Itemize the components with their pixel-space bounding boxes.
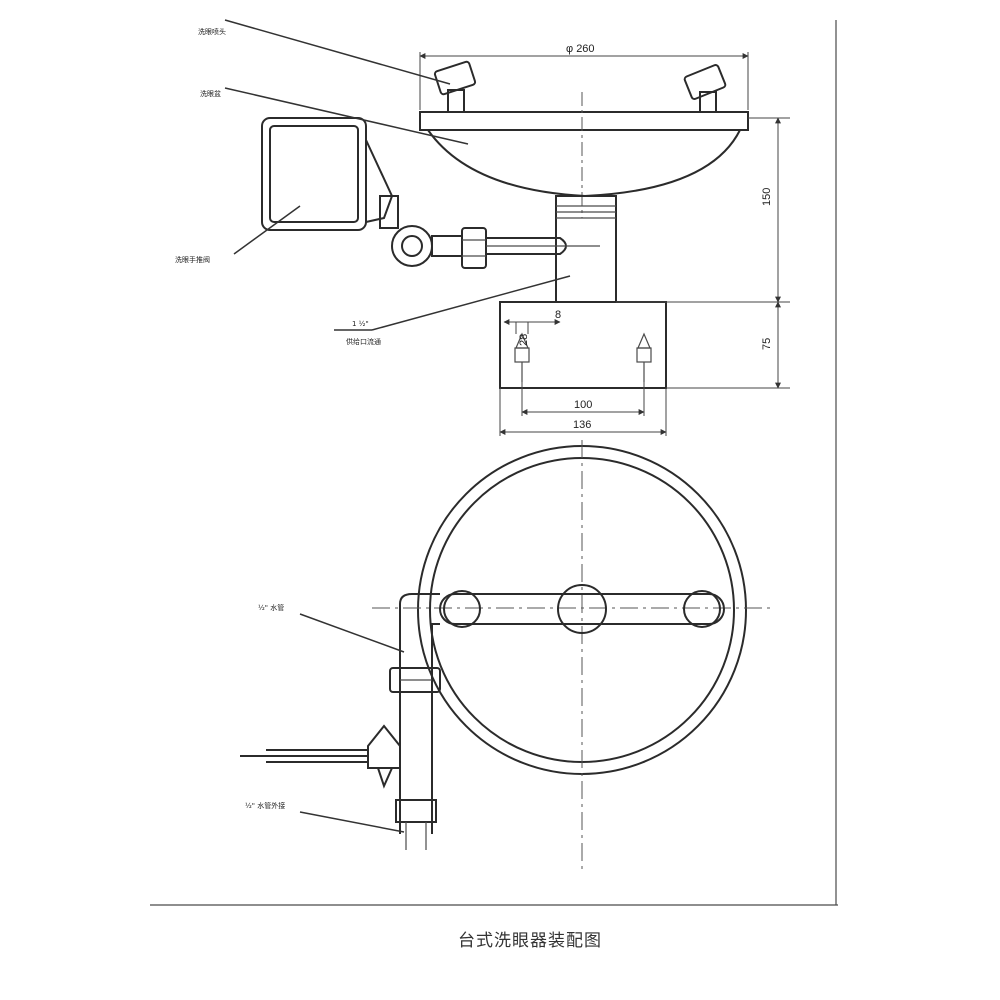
left-nozzle-top (443, 590, 481, 628)
hand-valve-top (240, 724, 401, 789)
right-anchor-bolt (636, 332, 652, 382)
front-elevation-view: φ 260 (175, 19, 790, 436)
drawing-caption: 台式洗眼器装配图 (458, 931, 602, 951)
label-eyewash-bowl: 洗眼盆 (200, 89, 221, 98)
edge-offset-dimension: 8 (555, 309, 561, 321)
bowl-height-dimension: 150 (761, 188, 773, 206)
bowl-diameter-dimension: φ 260 (566, 43, 595, 55)
right-nozzle-top (683, 590, 721, 628)
base-height-dimension: 75 (761, 338, 773, 350)
left-nozzle (433, 60, 477, 113)
label-hand-push-valve: 洗眼手推阀 (175, 255, 210, 264)
label-inlet-size: 1 ½" (352, 320, 369, 328)
supply-pipe (389, 593, 441, 850)
base-width-dimension: 136 (573, 419, 591, 431)
eyewash-bowl-shape (427, 129, 741, 198)
label-inlet-note: 供给口流通 (346, 337, 381, 346)
left-anchor-bolt (514, 332, 530, 382)
label-supply-pipe-fitting: ½" 水管外接 (245, 801, 285, 810)
label-eyewash-nozzle: 洗眼喷头 (198, 27, 226, 36)
bowl-rim (419, 111, 749, 131)
hole-size-dimension: 28 (518, 334, 530, 346)
base-block (499, 301, 667, 389)
label-supply-pipe: ½" 水管 (258, 603, 284, 612)
center-drain-top (557, 584, 607, 634)
nozzle-bar (439, 593, 725, 625)
plan-view: ½" 水管 ½" 水管外接 (240, 440, 770, 872)
hand-push-valve (261, 117, 600, 269)
right-nozzle (683, 64, 727, 113)
bolt-spacing-dimension: 100 (574, 399, 592, 411)
